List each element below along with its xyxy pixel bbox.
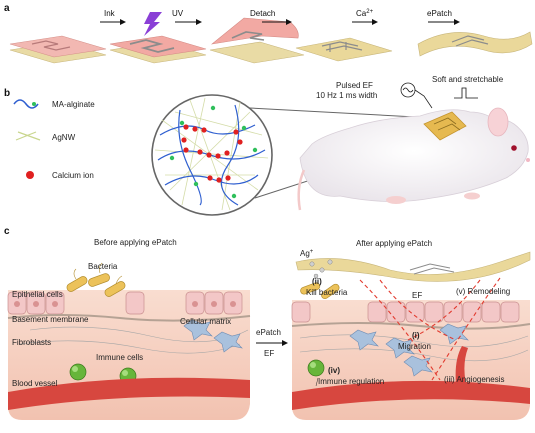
ac-source-icon bbox=[400, 82, 433, 109]
label-cellular-matrix: Cellular matrix bbox=[180, 317, 231, 326]
step-uv-label: UV bbox=[172, 9, 184, 18]
patch-stage-5 bbox=[417, 31, 533, 57]
label-epithelial-cells: Epithelial cells bbox=[12, 290, 63, 299]
panel-label-c: c bbox=[4, 226, 10, 237]
step-detach-label: Detach bbox=[250, 9, 275, 18]
tissue-before bbox=[7, 262, 251, 420]
calcium-ion-icon bbox=[26, 171, 34, 179]
pulsed-ef-label: Pulsed EF bbox=[336, 81, 373, 90]
label-remodeling: (v) Remodeling bbox=[456, 287, 510, 296]
label-step-iv: (iv) bbox=[328, 366, 340, 375]
transition-label-ef: EF bbox=[264, 349, 274, 358]
label-ag-ion: Ag+ bbox=[300, 249, 314, 258]
mouse-illustration bbox=[297, 107, 530, 211]
uv-lightning-icon bbox=[144, 12, 162, 36]
label-basement-membrane: Basement membrane bbox=[12, 315, 89, 324]
patch-stage-4 bbox=[295, 37, 393, 62]
step-ink-label: Ink bbox=[104, 9, 116, 18]
pulse-waveform-icon bbox=[454, 87, 478, 99]
zoom-line-top bbox=[249, 107, 435, 119]
label-kill-bacteria: Kill bacteria bbox=[306, 288, 348, 297]
label-step-i: (i) bbox=[412, 331, 420, 340]
label-migration: Migration bbox=[398, 342, 431, 351]
legend-calcium-ion: Calcium ion bbox=[52, 171, 94, 180]
ma-alginate-icon bbox=[13, 99, 39, 109]
label-step-ii: (ii) bbox=[312, 277, 322, 286]
transition-label-epatch: ePatch bbox=[256, 328, 281, 337]
after-title: After applying ePatch bbox=[356, 239, 432, 248]
soft-stretchable-label: Soft and stretchable bbox=[432, 75, 504, 84]
legend-agnw: AgNW bbox=[52, 133, 76, 142]
panel-label-a: a bbox=[4, 3, 10, 14]
patch-stage-2 bbox=[109, 35, 207, 64]
step-epatch-label: ePatch bbox=[427, 9, 452, 18]
label-ef: EF bbox=[412, 291, 422, 300]
step-ca-label: Ca2+ bbox=[356, 9, 374, 18]
tissue-after bbox=[291, 251, 531, 420]
agnw-icon bbox=[15, 131, 41, 141]
before-title: Before applying ePatch bbox=[94, 238, 177, 247]
label-immune-regulation: Immune regulation bbox=[318, 377, 384, 386]
patch-stage-1 bbox=[9, 35, 107, 64]
legend-ma-alginate: MA-alginate bbox=[52, 100, 95, 109]
label-angiogenesis: (iii) Angiogenesis bbox=[444, 375, 504, 384]
label-bacteria: Bacteria bbox=[88, 262, 118, 271]
label-blood-vessel: Blood vessel bbox=[12, 379, 58, 388]
patch-stage-3 bbox=[209, 17, 305, 64]
label-fibroblasts: Fibroblasts bbox=[12, 338, 51, 347]
epatch-strip bbox=[295, 251, 531, 282]
network-magnifier bbox=[151, 94, 273, 216]
pulse-params-label: 10 Hz 1 ms width bbox=[316, 91, 377, 100]
panel-label-b: b bbox=[4, 88, 10, 99]
label-immune-cells: Immune cells bbox=[96, 353, 143, 362]
